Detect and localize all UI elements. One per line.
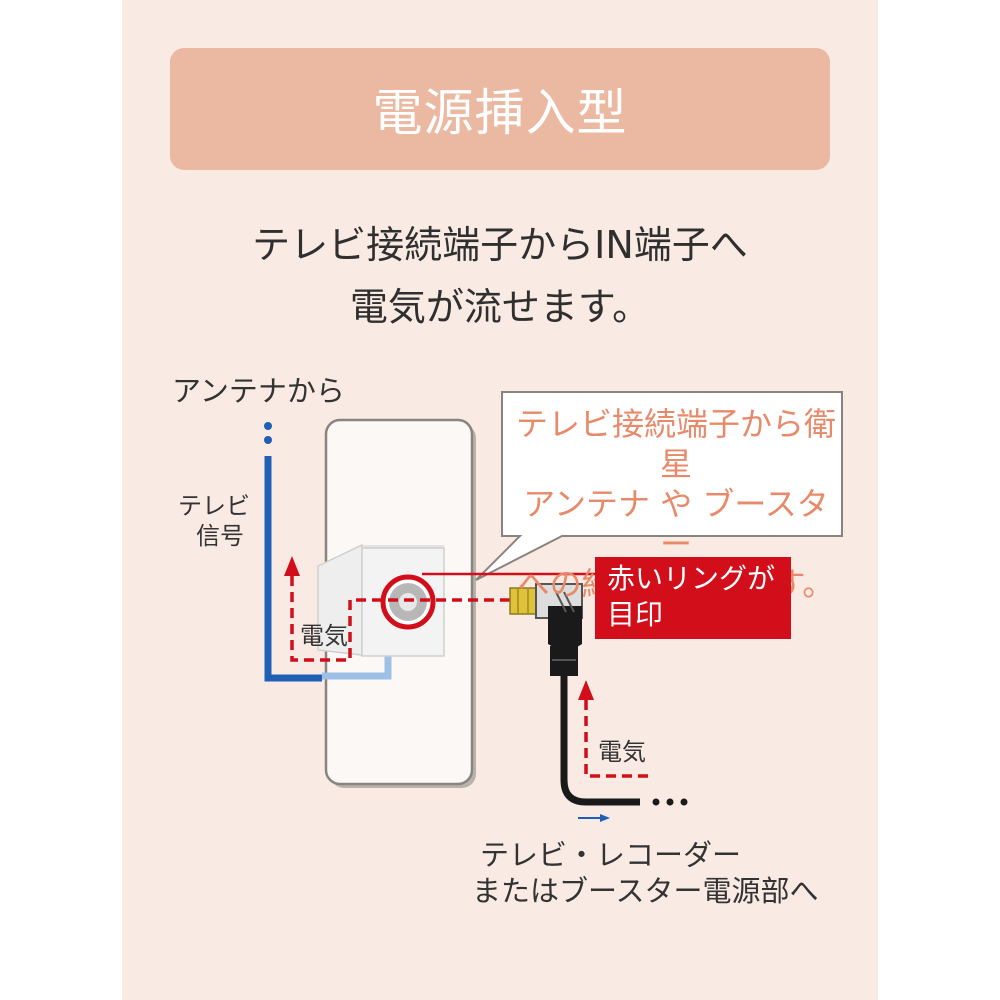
- destination-label-1: テレビ・レコーダー: [480, 838, 742, 872]
- red-ring-note-line-1: 赤いリングが: [607, 562, 776, 595]
- subtitle-line-1: テレビ接続端子からIN端子へ: [252, 223, 748, 267]
- tv-signal-label-2: 信号: [196, 522, 244, 550]
- electricity-label-right: 電気: [598, 738, 646, 766]
- power-path-left: [290, 576, 512, 662]
- callout-line-1: テレビ接続端子から衛星: [515, 405, 836, 483]
- power-arrow-left: [284, 556, 300, 576]
- output-dot-1: [652, 798, 660, 806]
- signal-cable-behind: [322, 648, 392, 680]
- antenna-from-label: アンテナから: [172, 374, 345, 408]
- plug-elbow: [548, 606, 582, 654]
- power-arrow-right: [578, 680, 594, 700]
- callout-bubble: [475, 391, 843, 581]
- connector-pin: [399, 593, 417, 611]
- antenna-dot-1: [264, 422, 272, 430]
- output-dot-3: [680, 798, 688, 806]
- signal-direction-arrow: [600, 814, 610, 822]
- plug-grip-1: [555, 591, 567, 613]
- red-ring-note-line-2: 目印: [607, 598, 664, 631]
- title-banner: 電源挿入型: [170, 48, 830, 170]
- electricity-label-left: 電気: [300, 622, 348, 650]
- destination-label-2: またはブースター電源部へ: [472, 874, 819, 908]
- page-title: 電源挿入型: [372, 84, 628, 142]
- plug-gold-tip: [509, 587, 539, 615]
- red-ring-note: 赤いリングが 目印: [595, 557, 791, 639]
- output-dot-2: [666, 798, 674, 806]
- signal-cable: [264, 456, 322, 682]
- output-cable: [560, 676, 640, 806]
- subtitle-line-2: 電気が流せます。: [349, 285, 651, 329]
- callout-line-2: アンテナ や ブースター: [523, 485, 829, 563]
- antenna-dot-2: [264, 436, 272, 444]
- tv-signal-label-1: テレビ: [178, 492, 250, 520]
- power-path-right: [584, 700, 650, 778]
- plug-grip-2: [563, 591, 575, 613]
